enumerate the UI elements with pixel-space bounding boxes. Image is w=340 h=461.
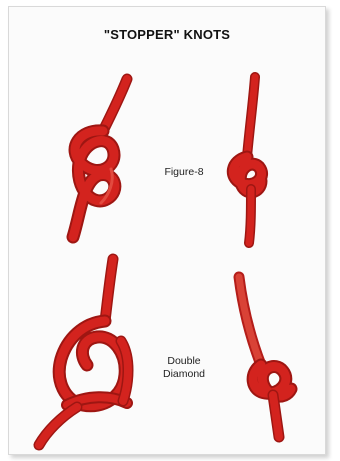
- double-diamond-label-line2: Diamond: [134, 368, 234, 381]
- double-diamond-knot-tight-illustration: [229, 269, 309, 444]
- figure-8-label: Figure-8: [139, 166, 229, 179]
- double-diamond-label-line1: Double: [134, 355, 234, 368]
- poster-title: "STOPPER" KNOTS: [9, 27, 325, 42]
- knot-poster: "STOPPER" KNOTS Figure-8: [8, 6, 326, 455]
- figure-8-knot-tight-illustration: [221, 73, 281, 253]
- figure-8-knot-open-illustration: [49, 71, 139, 251]
- double-diamond-knot-open-illustration: [27, 255, 147, 450]
